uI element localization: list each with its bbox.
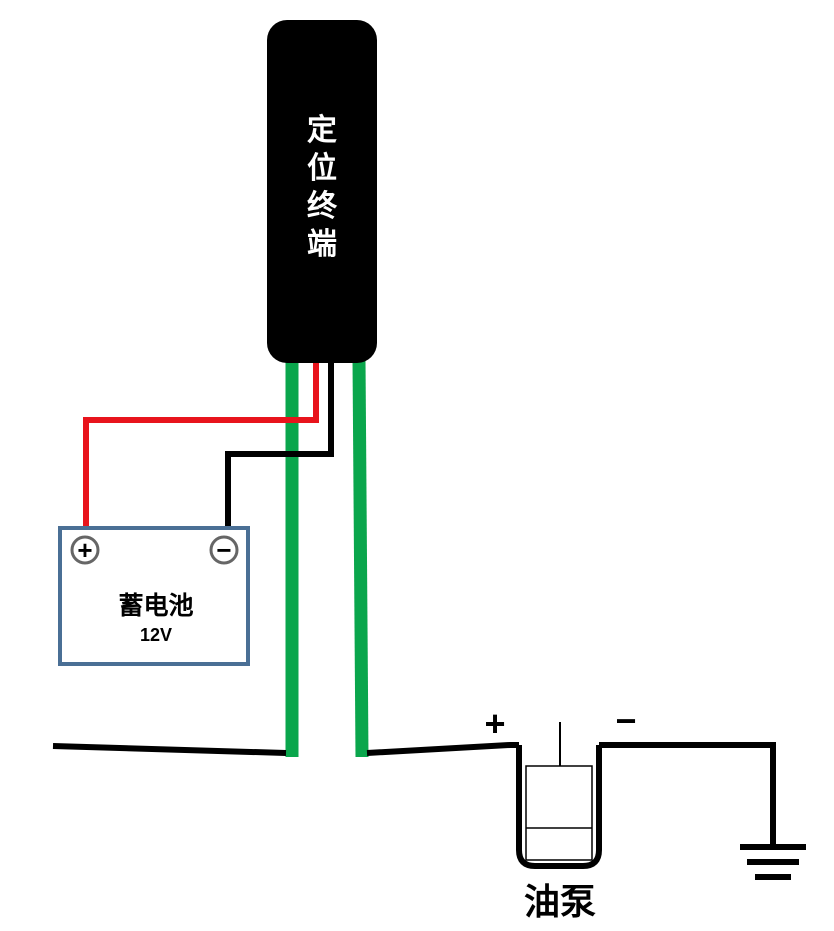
- ground-line: [599, 742, 776, 845]
- green-wire-right: [352, 359, 369, 758]
- battery-minus-symbol: −: [216, 535, 231, 565]
- pump-plus-symbol: +: [484, 703, 505, 744]
- battery-plus-terminal: [70, 535, 100, 565]
- pump-inner-cell: [525, 765, 593, 861]
- pump-body: [516, 745, 602, 869]
- terminal-label: 定位终端: [307, 113, 338, 262]
- pump-minus-symbol: −: [615, 700, 636, 741]
- black-negative-wire: [225, 362, 334, 530]
- terminal-label-char: 位: [307, 151, 337, 186]
- red-positive-wire: [83, 362, 319, 530]
- terminal-label-char: 终: [307, 189, 338, 224]
- pump-name: 油泵: [524, 882, 596, 923]
- pump-feed-line: [366, 742, 519, 756]
- battery-name: 蓄电池: [118, 591, 193, 620]
- left-black-line: [52, 743, 287, 756]
- positioning-terminal-box: [267, 20, 377, 363]
- terminal-label-char: 端: [307, 227, 337, 262]
- battery-voltage: 12V: [140, 625, 172, 645]
- terminal-label-char: 定: [307, 113, 337, 148]
- battery-plus-symbol: +: [77, 535, 92, 565]
- ground-icon: [740, 844, 806, 880]
- battery-minus-terminal: [209, 535, 239, 565]
